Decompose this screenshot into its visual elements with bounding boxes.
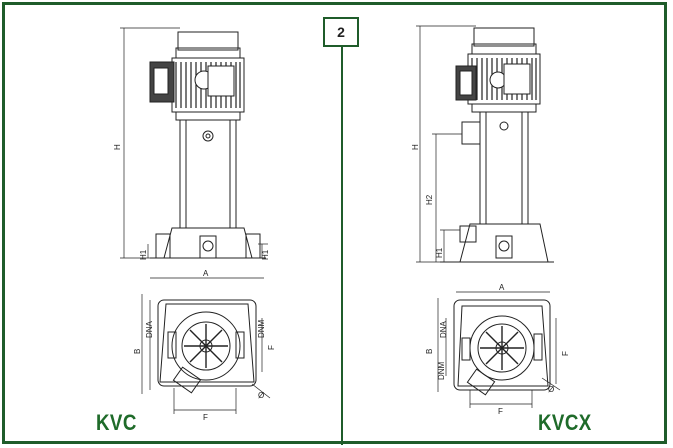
kvcx-dim-F-bottom: F (498, 407, 503, 416)
kvc-dim-phi: Ø (258, 391, 264, 400)
kvc-dim-B: B (133, 349, 142, 354)
kvc-dim-DNM: DNM (257, 319, 266, 338)
kvcx-dim-phi: Ø (548, 385, 554, 394)
kvc-dim-F-bottom: F (203, 413, 208, 422)
panel-divider (341, 40, 343, 445)
kvcx-dim-F-side: F (561, 351, 570, 356)
kvcx-dim-H: H (411, 144, 420, 150)
kvcx-dim-A: A (499, 283, 505, 292)
kvcx-dim-DNA: DNA (439, 320, 448, 338)
figure-number-badge: 2 (323, 17, 359, 47)
kvc-dim-H1-right: H1 (261, 249, 270, 260)
kvc-dimension-lines (120, 27, 268, 259)
kvcx-dim-B: B (425, 349, 434, 354)
kvc-dim-F-side: F (267, 345, 276, 350)
kvc-dim-H: H (113, 144, 122, 150)
kvc-plan-view (141, 277, 271, 414)
kvcx-dim-H2: H2 (425, 194, 434, 205)
kvc-dim-A: A (203, 269, 209, 278)
kvcx-plan-view (437, 291, 561, 408)
kvcx-dimension-lines (416, 25, 476, 263)
model-label-kvc: KVC (96, 410, 137, 435)
kvcx-dim-H1: H1 (435, 247, 444, 258)
outer-frame (2, 2, 667, 444)
kvcx-dim-DNM: DNM (437, 361, 446, 380)
kvcx-side-view (440, 27, 554, 263)
model-label-kvcx: KVCX (538, 410, 592, 435)
kvc-dim-DNA: DNA (145, 320, 154, 338)
kvc-side-view (149, 31, 266, 259)
kvc-dim-H1-left: H1 (139, 249, 148, 260)
